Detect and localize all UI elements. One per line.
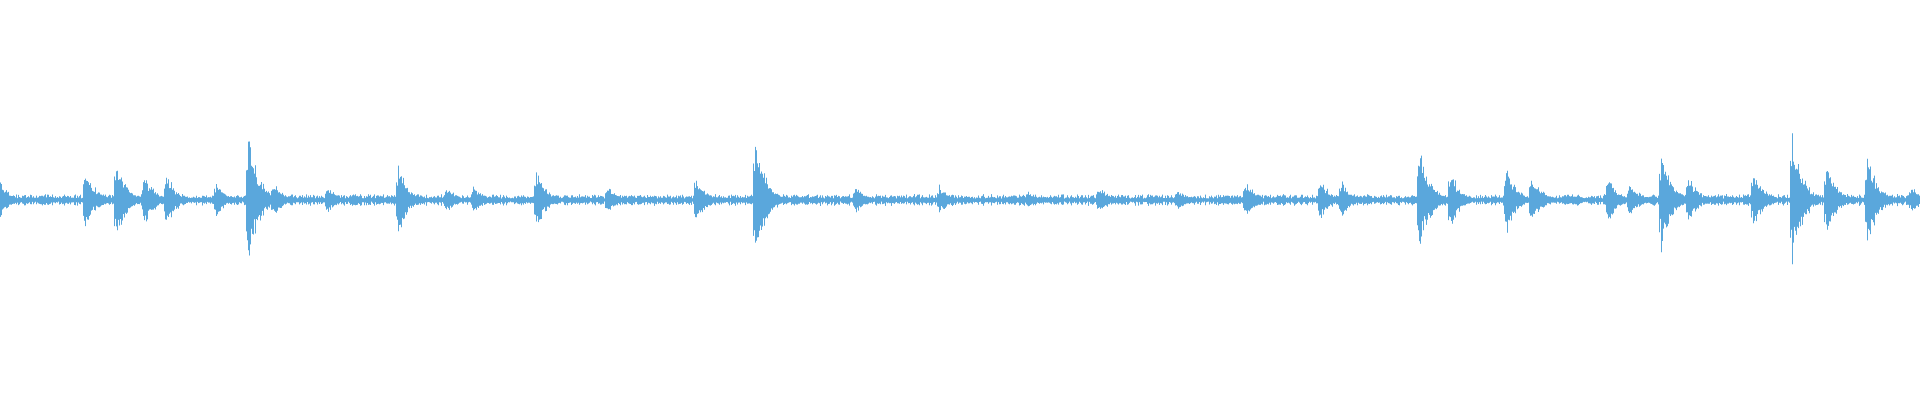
waveform-signal	[0, 133, 1920, 265]
